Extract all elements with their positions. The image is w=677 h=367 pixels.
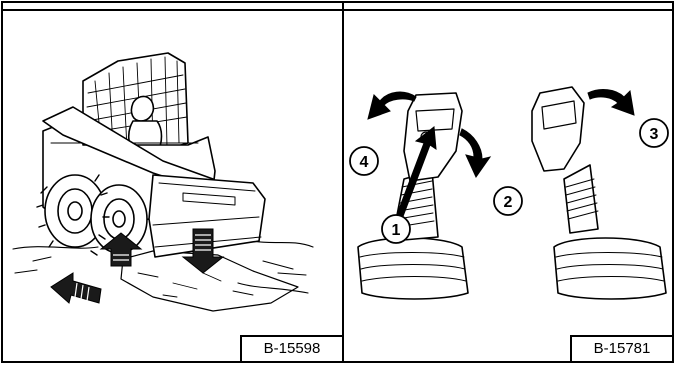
joystick-panel: 4 2 1 3 B-15781 — [344, 11, 672, 361]
loader-panel: B-15598 — [3, 11, 342, 361]
callout-1: 1 — [392, 222, 401, 239]
figure-label-right: B-15781 — [570, 335, 672, 361]
callout-3: 3 — [650, 126, 659, 143]
figure-label-left: B-15598 — [240, 335, 342, 361]
top-rule — [3, 3, 672, 11]
callout-4: 4 — [360, 154, 369, 171]
callout-2: 2 — [504, 194, 513, 211]
joystick-controls-illustration: 4 2 1 3 — [344, 11, 672, 361]
skid-steer-loader-illustration — [3, 11, 342, 361]
